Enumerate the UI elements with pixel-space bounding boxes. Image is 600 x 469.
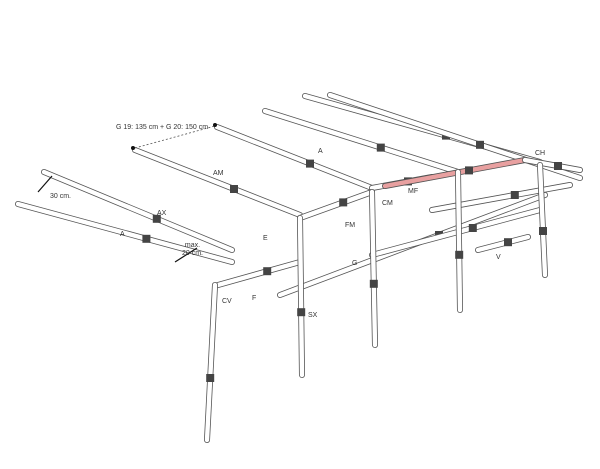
clamp (306, 159, 314, 168)
ridge-beam-highlighted (382, 157, 528, 189)
leg-cv (204, 282, 218, 443)
label-sx: SX (308, 312, 318, 319)
clamp (465, 166, 473, 175)
label-e: E (263, 235, 268, 242)
dimension-arrow-20cm (174, 247, 198, 263)
front-beam (215, 259, 303, 288)
roof-pole-ax (41, 169, 235, 253)
leg (369, 189, 378, 348)
roof-pole-a-front (15, 201, 235, 265)
clamp (263, 267, 272, 276)
clamp (142, 234, 151, 243)
clamp (230, 185, 238, 193)
label-fm: FM (345, 222, 356, 229)
clamp (504, 238, 512, 247)
ridge-beam-ch (522, 157, 583, 173)
leg-sx (297, 215, 306, 378)
label-20cm: 20 cm. (182, 249, 204, 257)
label-max-20cm: max.20 cm. (182, 242, 203, 257)
label-v: V (496, 254, 501, 261)
clamp (510, 191, 519, 199)
roof-pole-am (132, 147, 303, 218)
clamp (554, 162, 562, 170)
spare-piece-v (475, 234, 531, 253)
label-max: max. (184, 242, 201, 249)
dimension-dashed-line (134, 125, 216, 149)
leg (455, 169, 464, 313)
roof-pole (262, 108, 461, 175)
pole-end-dot (131, 146, 135, 150)
label-cm: CM (382, 200, 393, 207)
clamp (152, 214, 161, 223)
label-ax: AX (157, 210, 167, 217)
clamp (455, 250, 464, 259)
tubes (15, 92, 583, 443)
clamp (539, 227, 547, 235)
clamp (339, 198, 348, 207)
label-mf: MF (408, 188, 419, 195)
pole-end-dot (213, 123, 217, 127)
roof-pole-a (214, 124, 375, 191)
label-cv: CV (222, 298, 232, 305)
clamp (376, 143, 385, 152)
label-ch: CH (535, 150, 546, 157)
clamp (369, 279, 378, 288)
leg (537, 162, 548, 278)
label-g: G (352, 260, 358, 267)
label-a-left: A (120, 231, 125, 238)
label-a-top: A (318, 148, 323, 155)
dimension-arrow-30cm (37, 175, 53, 193)
label-30cm: 30 cm. (50, 193, 72, 200)
front-beam-fm (297, 189, 375, 221)
annotations (37, 123, 217, 263)
clamp (206, 374, 215, 382)
label-am: AM (213, 170, 224, 177)
label-g-length-note: G 19: 135 cm + G 20: 150 cm (116, 124, 209, 131)
label-f: F (252, 295, 257, 302)
upper-beam (429, 182, 573, 213)
clamp (468, 224, 477, 232)
clamp (297, 308, 306, 317)
clamp (476, 140, 484, 149)
